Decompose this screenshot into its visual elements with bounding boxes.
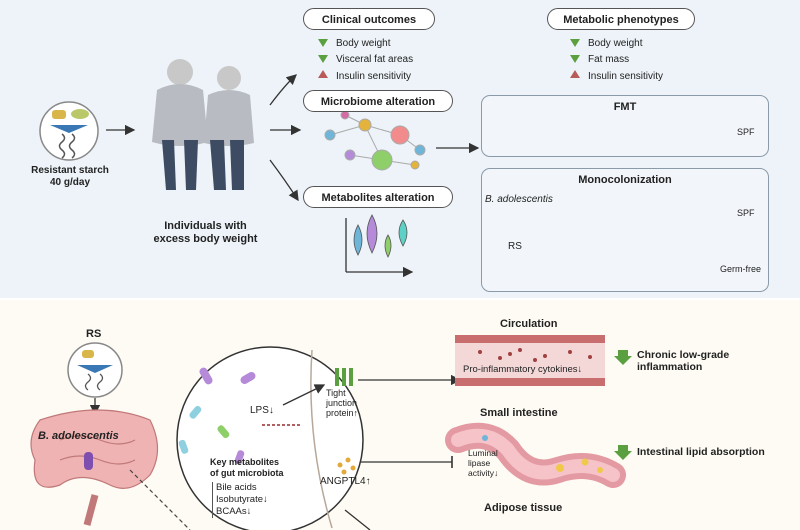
metabolic-phenotypes-title: Metabolic phenotypes — [547, 8, 695, 30]
participants-line2: excess body weight — [153, 233, 258, 245]
gut-illustration — [30, 409, 159, 526]
tight-junction-line3: protein↑ — [326, 408, 359, 418]
phenotype-item-text: Body weight — [588, 38, 643, 49]
individuals-illustration — [152, 59, 254, 190]
up-arrow-icon — [318, 70, 328, 78]
cytokines-label: Pro-inflammatory cytokines↓ — [463, 364, 583, 375]
clinical-item-0: Body weight — [318, 38, 390, 50]
intervention-line1: Resistant starch — [31, 165, 109, 176]
key-metabolites-line1: Key metabolites — [210, 457, 280, 467]
violin-plot-icon — [345, 214, 414, 278]
tight-junction-label: Tight junction protein↑ — [326, 388, 358, 418]
monocolonization-rs-label: RS — [508, 241, 522, 252]
down-arrow-icon — [570, 55, 580, 63]
intervention-line2: 40 g/day — [49, 177, 91, 188]
small-intestine-title: Small intestine — [480, 407, 558, 419]
zoom-line — [129, 469, 191, 530]
lipid-absorption-outcome: Intestinal lipid absorption — [637, 446, 765, 458]
monocolonization-species: B. adolescentis — [485, 194, 553, 205]
intervention-label: Resistant starch 40 g/day — [20, 165, 120, 189]
phenotype-item-2: Insulin sensitivity — [570, 70, 663, 83]
monocolonization-title: Monocolonization — [578, 174, 672, 186]
germ-free-label: Germ-free — [720, 264, 762, 274]
gut-lumen-zoom-circle — [176, 346, 364, 530]
down-arrow-lipid-absorption — [614, 445, 632, 460]
tight-junction-line1: Tight — [326, 388, 346, 398]
participants-label: Individuals with excess body weight — [148, 220, 263, 246]
tight-junction-line2: junction — [326, 398, 358, 408]
clinical-item-text: Insulin sensitivity — [336, 71, 412, 82]
down-arrow-icon — [318, 55, 328, 63]
rs-bottom-label: RS — [86, 328, 102, 340]
metabolite-item: Bile acids — [216, 482, 257, 493]
key-metabolites-label: Key metabolites of gut microbiota — [210, 457, 284, 479]
metabolites-alteration-title: Metabolites alteration — [303, 186, 453, 208]
circulation-vessel — [455, 335, 605, 386]
key-metabolites-line2: of gut microbiota — [210, 468, 284, 478]
adipose-tissue-title: Adipose tissue — [484, 502, 563, 514]
down-arrow-inflammation — [614, 350, 632, 365]
angptl4-label: ANGPTL4↑ — [320, 476, 371, 487]
lps-label: LPS↓ — [250, 405, 274, 416]
arrow-to-adipose — [344, 509, 371, 530]
circulation-title: Circulation — [500, 318, 558, 330]
fmt-panel: FMT SPF — [481, 95, 769, 157]
up-arrow-icon — [570, 70, 580, 78]
fmt-spf-label: SPF — [737, 127, 755, 137]
b-adolescentis-label: B. adolescentis — [38, 430, 119, 442]
lipase-line2: lipase — [468, 458, 491, 468]
monocolonization-spf-label: SPF — [737, 208, 755, 218]
inflammation-outcome: Chronic low-grade inflammation — [637, 349, 729, 373]
phenotype-item-text: Insulin sensitivity — [588, 71, 664, 82]
metabolite-item: BCAAs↓ — [216, 506, 252, 517]
resistant-starch-icon — [39, 101, 99, 161]
lipase-line3: activity↓ — [468, 468, 499, 478]
arrow-to-clinical-outcomes — [269, 74, 297, 106]
lipase-line1: Luminal — [468, 448, 498, 458]
metabolite-item: Isobutyrate↓ — [216, 494, 268, 505]
phenotype-item-1: Fat mass — [570, 54, 629, 66]
down-arrow-icon — [318, 39, 328, 47]
lipase-label: Luminal lipase activity↓ — [468, 448, 498, 478]
fmt-title: FMT — [613, 101, 637, 113]
microbiome-network-icon — [324, 110, 426, 171]
clinical-item-2: Insulin sensitivity — [318, 70, 411, 83]
down-arrow-icon — [570, 39, 580, 47]
outcome-line1: Chronic low-grade — [637, 349, 730, 361]
phenotype-item-text: Fat mass — [588, 54, 630, 65]
rs-icon-bottom — [67, 342, 123, 398]
clinical-outcomes-title: Clinical outcomes — [303, 8, 435, 30]
clinical-item-text: Visceral fat areas — [336, 54, 414, 65]
metabolite-list: Bile acids Isobutyrate↓ BCAAs↓ — [212, 482, 268, 518]
phenotype-item-0: Body weight — [570, 38, 642, 50]
outcome-line2: inflammation — [637, 361, 703, 373]
monocolonization-panel: Monocolonization B. adolescentis SPF RS … — [481, 168, 769, 292]
small-intestine-tube — [445, 422, 626, 488]
clinical-item-1: Visceral fat areas — [318, 54, 413, 66]
arrow-to-metabolites — [269, 159, 299, 202]
microbiome-alteration-title: Microbiome alteration — [303, 90, 453, 112]
clinical-item-text: Body weight — [336, 38, 391, 49]
participants-line1: Individuals with — [164, 220, 247, 232]
